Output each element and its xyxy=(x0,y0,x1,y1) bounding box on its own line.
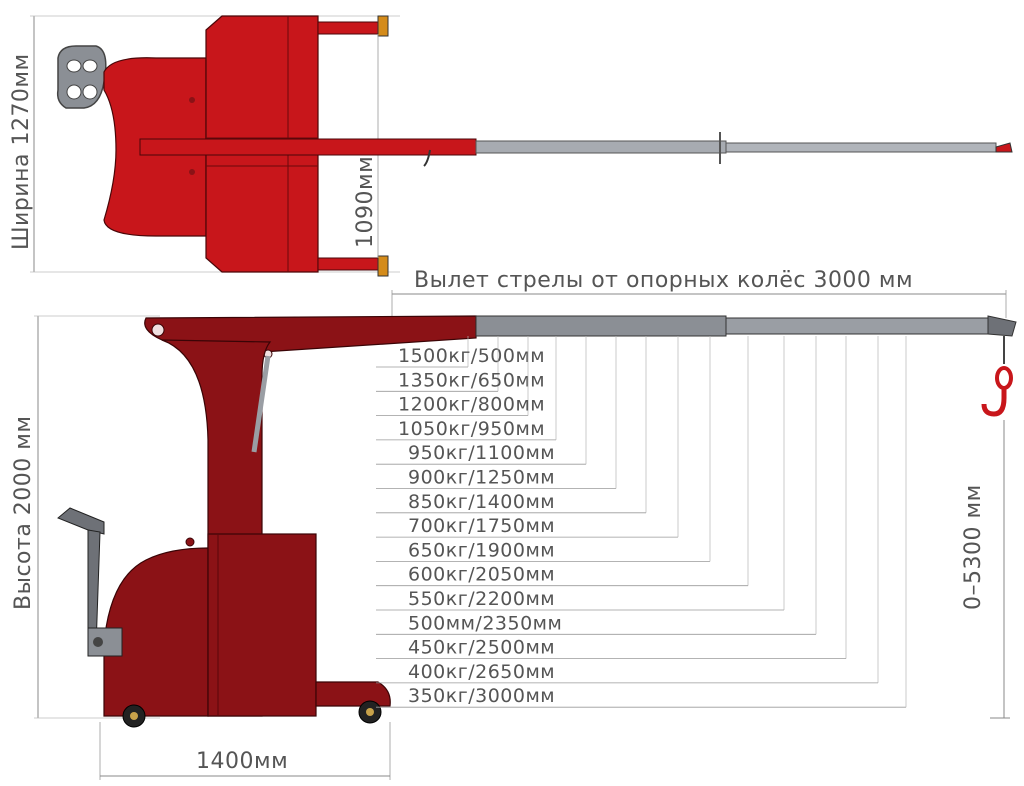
height-label: Высота 2000 мм xyxy=(11,416,36,610)
boom-top-steel-2 xyxy=(725,142,997,153)
load-row-label: 500мм/2350мм xyxy=(408,612,562,634)
load-row-label: 1200кг/800мм xyxy=(398,394,545,416)
base-length-label: 1400мм xyxy=(196,749,288,774)
width-inner-label: 1090мм xyxy=(353,156,378,248)
boom-top-red xyxy=(139,138,477,156)
load-row-label: 950кг/1100мм xyxy=(408,442,555,464)
load-row-label: 350кг/3000мм xyxy=(408,685,555,707)
load-row-label: 700кг/1750мм xyxy=(408,515,555,537)
leg-side xyxy=(315,681,391,707)
load-row-label: 900кг/1250мм xyxy=(408,467,555,489)
side-view: Высота 2000 мм xyxy=(11,315,1017,780)
handle-top-icon xyxy=(56,45,107,109)
width-total-label: Ширина 1270мм xyxy=(9,53,34,250)
reach-title: Вылет стрелы от опорных колёс 3000 мм xyxy=(414,268,913,293)
load-row-label: 450кг/2500мм xyxy=(408,637,555,659)
load-row-label: 550кг/2200мм xyxy=(408,588,555,610)
boom-side-steel-1 xyxy=(475,315,727,337)
load-row-label: 1350кг/650мм xyxy=(398,369,545,391)
leg-top-lower xyxy=(317,257,381,271)
tiller-handle-icon xyxy=(57,507,123,657)
boom-top-steel-1 xyxy=(475,140,727,154)
load-row-label: 400кг/2650мм xyxy=(408,661,555,683)
load-row-label: 1500кг/500мм xyxy=(398,345,545,367)
leg-top-upper xyxy=(317,21,381,35)
base-body-side xyxy=(103,547,209,717)
boom-tip xyxy=(987,315,1017,337)
load-row-label: 850кг/1400мм xyxy=(408,491,555,513)
hook-range-label: 0–5300 мм xyxy=(961,484,986,610)
counterweight-side xyxy=(207,533,317,717)
hook-icon xyxy=(981,336,1013,417)
load-row-label: 1050кг/950мм xyxy=(398,418,545,440)
top-view: Ширина 1270мм 1090мм xyxy=(9,15,1013,277)
boom-side-steel-2 xyxy=(725,317,989,335)
load-row-label: 650кг/1900мм xyxy=(408,539,555,561)
hydraulic-cylinder xyxy=(251,355,271,453)
load-row-label: 600кг/2050мм xyxy=(408,564,555,586)
